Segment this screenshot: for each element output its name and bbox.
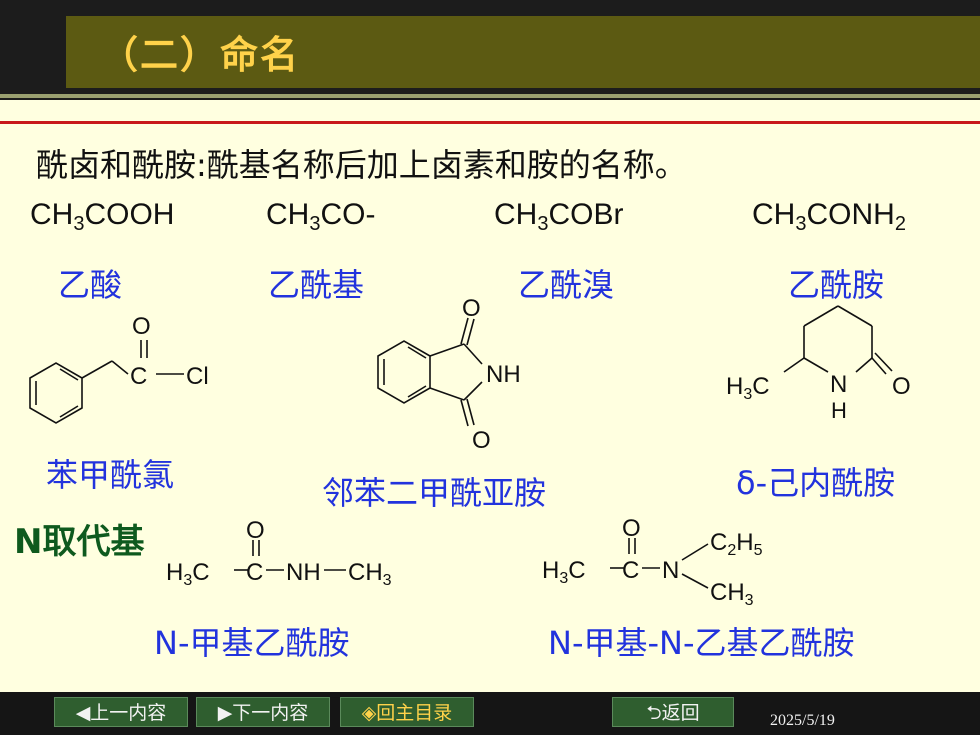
slide-content: 酰卤和酰胺:酰基名称后加上卤素和胺的名称。 CH3COOH CH3CO- CH3… — [0, 100, 980, 692]
phthalimide-o-top: O — [462, 295, 481, 322]
nmethyl-o: O — [246, 517, 265, 544]
back-button[interactable]: ⮌返回 — [612, 697, 734, 727]
nethyl-n: N — [662, 557, 679, 584]
nmethyl-ch3: CH3 — [348, 559, 392, 589]
nethyl-ch3: CH3 — [710, 579, 754, 606]
caprolactam-o: O — [892, 373, 911, 400]
nethyl-c2h5: C2H5 — [710, 529, 763, 559]
formula-acetyl: CH3CO- — [266, 198, 376, 235]
name-acetic-acid: 乙酸 — [58, 266, 123, 304]
nmethyl-h3c: H3C — [166, 559, 210, 589]
nmethyl-c: C — [246, 559, 263, 586]
nethyl-o: O — [622, 515, 641, 542]
page-title: （二）命名 — [100, 33, 301, 77]
name-caprolactam: δ-己内酰胺 — [736, 464, 896, 502]
formula-acetamide: CH3CONH2 — [752, 198, 906, 235]
name-n-methyl-n-ethylacetamide: N-甲基-N-乙基乙酰胺 — [548, 624, 855, 662]
main-menu-button[interactable]: ◈回主目录 — [340, 697, 474, 727]
caprolactam-structure: H3C N H O — [726, 305, 911, 423]
caprolactam-h: H — [831, 398, 847, 423]
next-content-button[interactable]: ▶下一内容 — [196, 697, 330, 727]
header-bar — [66, 16, 980, 88]
n-methylacetamide-structure: O H3C C NH CH3 — [166, 517, 392, 589]
red-rule — [0, 121, 980, 124]
n-substituted-label: N取代基 — [14, 522, 145, 562]
caprolactam-h3c: H3C — [726, 373, 770, 403]
phthalimide-o-bottom: O — [472, 427, 491, 454]
name-acetamide: 乙酰胺 — [788, 266, 885, 304]
name-phthalimide: 邻苯二甲酰亚胺 — [322, 474, 547, 512]
header-divider — [0, 94, 980, 98]
nethyl-c: C — [622, 557, 639, 584]
intro-text: 酰卤和酰胺:酰基名称后加上卤素和胺的名称。 — [36, 146, 687, 184]
name-acetyl: 乙酰基 — [268, 266, 365, 304]
formula-acetic-acid: CH3COOH — [30, 198, 175, 235]
nmethyl-nh: NH — [286, 559, 321, 586]
name-n-methylacetamide: N-甲基乙酰胺 — [154, 624, 350, 662]
formula-acetyl-bromide: CH3COBr — [494, 198, 624, 235]
benzoyl-o: O — [132, 313, 151, 340]
name-acetyl-bromide: 乙酰溴 — [518, 266, 615, 304]
benzoyl-chloride-structure: O C Cl — [29, 313, 209, 424]
n-methyl-n-ethylacetamide-structure: O H3C C N C2H5 CH3 — [542, 515, 763, 606]
name-benzoyl-chloride: 苯甲酰氯 — [46, 456, 175, 494]
phthalimide-structure: O NH O — [377, 295, 521, 454]
nethyl-h3c: H3C — [542, 557, 586, 587]
phthalimide-nh: NH — [486, 361, 521, 388]
prev-content-button[interactable]: ◀上一内容 — [54, 697, 188, 727]
benzoyl-c: C — [130, 363, 147, 390]
benzoyl-cl: Cl — [186, 363, 209, 390]
caprolactam-n: N — [830, 371, 847, 398]
slide-date: 2025/5/19 — [770, 712, 835, 729]
